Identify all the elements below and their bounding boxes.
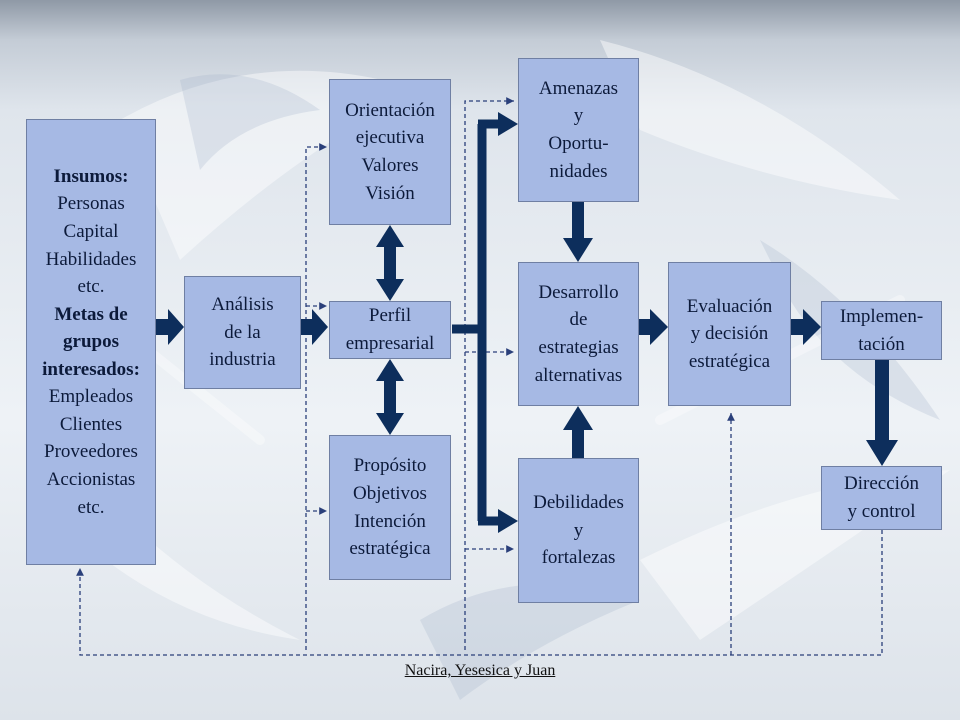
box-line: fortalezas [541,547,616,569]
leaf-shape [600,40,900,200]
box-line: ejecutiva [355,127,425,149]
box-line: Propósito [353,455,427,477]
box-line: estrategias [538,337,619,358]
box-line: Debilidades [533,492,624,514]
box-perfil-empresarial: Perfil empresarial [329,301,451,359]
metas-item: Clientes [59,413,123,435]
box-line: de [569,309,588,331]
box-line: Visión [365,182,415,204]
box-line: Valores [361,155,419,176]
box-direccion-control: Dirección y control [821,466,942,530]
box-line: de la [224,321,261,343]
box-line: nidades [549,160,608,182]
box-proposito: Propósito Objetivos Intención estratégic… [329,435,451,580]
arrow-orientacion-perfil [376,225,404,301]
insumos-item: Habilidades [45,248,137,270]
box-insumos: Insumos: Personas Capital Habilidades et… [26,119,156,565]
box-amenazas-oportunidades: Amenazas y Oportu- nidades [518,58,639,202]
metas-title: Metas de [54,303,128,325]
arrow-desarrollo-evaluacion [639,309,668,345]
box-line: Intención [354,510,426,532]
box-line: estratégica [349,538,431,560]
box-line: Perfil [368,305,412,327]
box-line: Orientación [345,99,435,121]
box-line: Oportu- [548,133,609,154]
metas-item: Accionistas [46,468,136,490]
box-line: Evaluación [686,295,773,317]
dashed-connector [305,143,327,650]
box-line: tación [858,333,905,355]
arrow-analisis-perfil [301,309,328,345]
box-line: y control [847,501,916,522]
box-orientacion-ejecutiva: Orientación ejecutiva Valores Visión [329,79,451,225]
box-line: y [573,519,584,541]
fork-arrowhead-top [498,112,518,136]
box-line: alternativas [534,364,623,386]
metas-item: Empleados [48,386,134,408]
caption-authors: Nacira, Yesesica y Juan [0,662,960,680]
box-line: Implemen- [839,305,924,327]
insumos-item: Capital [63,221,119,243]
leaf-shape [420,584,640,700]
box-line: y [573,105,584,127]
box-line: Análisis [211,294,274,316]
arrow-perfil-proposito [376,359,404,435]
box-line: Amenazas [538,77,619,99]
dashed-connector [464,97,514,650]
box-desarrollo-estrategias: Desarrollo de estrategias alternativas [518,262,639,406]
arrow-implementacion-direccion [866,360,898,466]
insumos-title: Insumos: [53,165,129,187]
arrow-insumos-analisis [156,309,184,345]
metas-item: Proveedores [44,441,138,463]
metas-item: etc. [77,496,105,518]
arrow-amenazas-desarrollo [563,202,593,262]
box-line: Dirección [844,473,919,495]
metas-title: grupos [63,331,119,353]
box-line: empresarial [345,333,435,354]
caption-text: Nacira, Yesesica y Juan [404,662,556,679]
box-line: industria [209,349,276,371]
box-line: estratégica [688,350,771,372]
box-analisis-industria: Análisis de la industria [184,276,301,389]
box-line: Desarrollo [538,281,619,303]
box-line: Objetivos [353,482,427,504]
arrow-debilidades-desarrollo [563,406,593,458]
box-evaluacion-decision: Evaluación y decisión estratégica [668,262,791,406]
insumos-item: Personas [57,193,125,215]
metas-title: interesados: [42,358,140,380]
leaf-shape [180,74,320,170]
insumos-item: etc. [77,276,105,298]
box-line: y decisión [690,323,769,345]
dashed-connector [76,530,883,656]
box-debilidades-fortalezas: Debilidades y fortalezas [518,458,639,603]
box-implementacion: Implemen- tación [821,301,942,360]
fork-arrowhead-bottom [498,509,518,533]
arrow-evaluacion-implementacion [791,309,821,345]
